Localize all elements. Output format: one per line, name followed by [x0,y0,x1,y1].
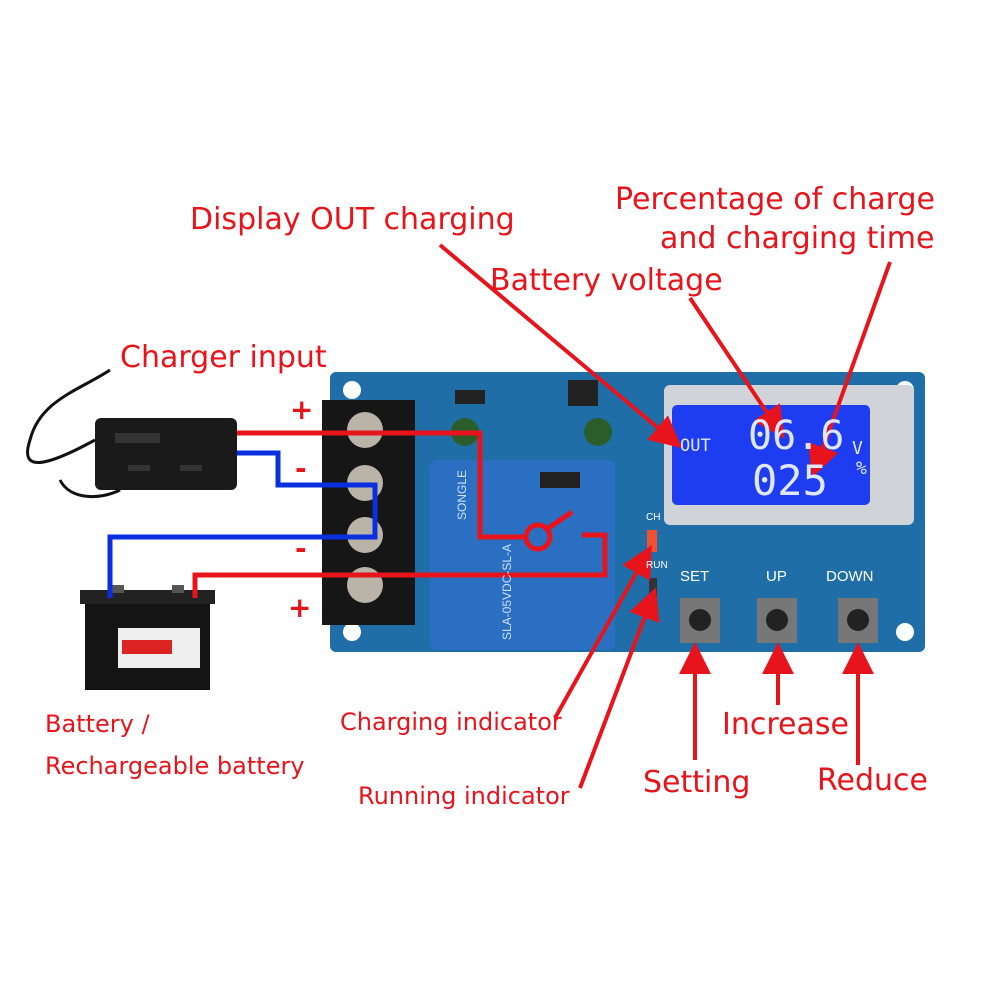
label-setting: Setting [643,765,751,800]
terminal-plus-top: + [290,393,314,426]
up-label: UP [766,568,787,585]
label-running-indicator: Running indicator [358,782,570,810]
label-percentage-2: and charging time [660,221,935,256]
negative-wire [107,450,378,598]
lcd-percent: 025 [752,456,828,505]
lcd-percent-unit: % [856,458,867,479]
charge-controller-board [322,372,925,652]
run-label: RUN [646,560,668,571]
charger-adapter [26,368,237,499]
label-increase: Increase [722,707,849,742]
label-battery-2: Rechargeable battery [45,752,305,780]
label-percentage-1: Percentage of charge [615,182,935,217]
label-charger-input: Charger input [120,340,327,375]
label-reduce: Reduce [817,763,928,798]
lcd-mode: OUT [680,436,711,456]
relay [430,460,615,650]
down-label: DOWN [826,568,874,585]
positive-wire-battery [192,532,608,598]
terminal-minus-2: - [295,532,307,565]
label-battery-voltage: Battery voltage [490,263,723,298]
ch-label: CH [646,512,661,523]
lcd-voltage: 06.6 [748,413,845,459]
set-label: SET [680,568,710,585]
relay-model: SLA-05VDC-SL-A [500,543,514,640]
terminal-plus-bottom: + [288,591,312,624]
label-battery-1: Battery / [45,710,150,738]
positive-wire-charger [237,430,526,540]
lcd-voltage-unit: V [852,438,863,459]
relay-brand: SONGLE [455,469,469,520]
label-charging-indicator: Charging indicator [340,708,562,736]
charging-led [647,530,657,552]
battery [80,585,215,690]
label-display-out: Display OUT charging [190,202,515,237]
lcd-screen [672,405,870,505]
terminal-minus-1: - [295,452,307,485]
